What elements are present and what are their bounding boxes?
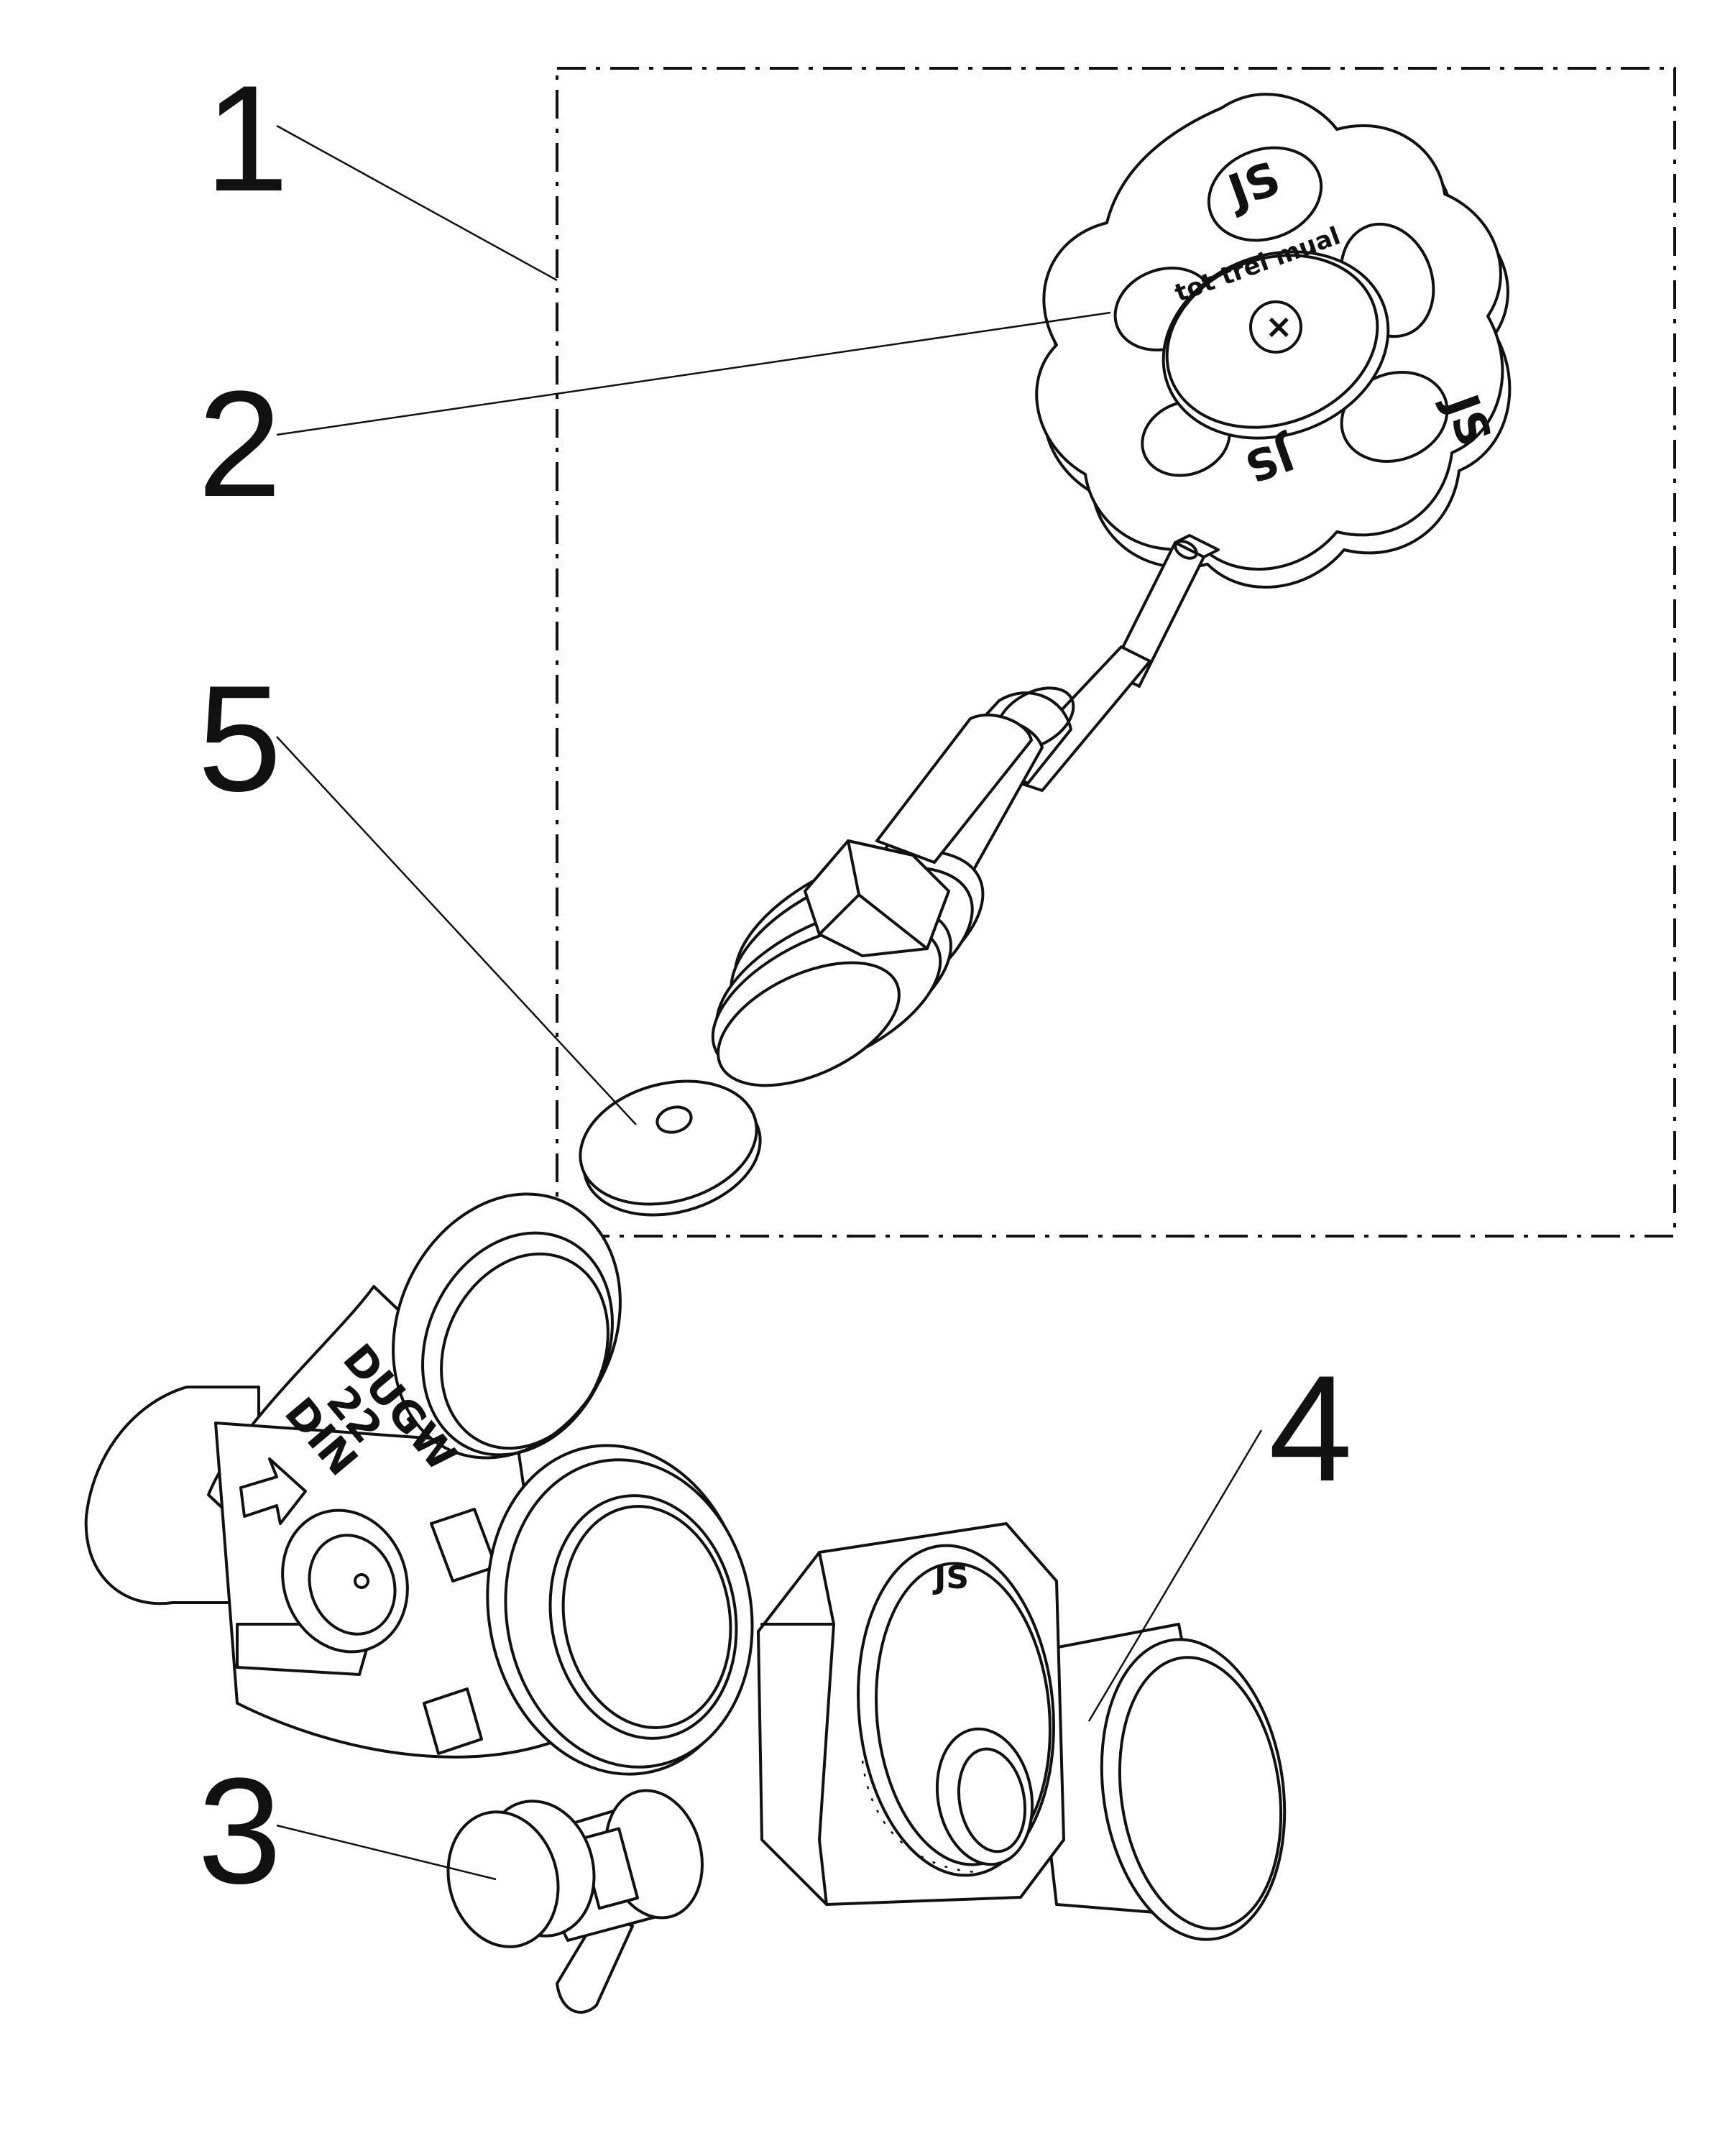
callout-3: 3 xyxy=(198,1746,282,1915)
union-nut-tailpiece: JS xyxy=(757,1522,1287,1941)
callout-2: 2 xyxy=(198,359,282,528)
valve-body: DUGW 22 DIN xyxy=(84,1192,754,1776)
spindle-headpiece xyxy=(711,534,1220,1087)
leader-4 xyxy=(1087,1429,1263,1722)
svg-text:×: × xyxy=(1265,307,1293,346)
leader-1 xyxy=(276,124,558,282)
callout-5: 5 xyxy=(198,654,282,823)
handwheel: × tot trei mual JS JS JS xyxy=(1035,93,1512,589)
callout-4: 4 xyxy=(1269,1344,1353,1513)
assembly-boundary-box xyxy=(556,67,1676,1238)
drain-valve xyxy=(446,1789,704,2014)
leader-2 xyxy=(276,311,1111,436)
leader-5 xyxy=(276,736,637,1125)
washer xyxy=(579,1079,762,1217)
union-nut-logo: JS xyxy=(932,1560,969,1596)
leader-3 xyxy=(276,1824,497,1881)
callout-1: 1 xyxy=(205,54,289,223)
